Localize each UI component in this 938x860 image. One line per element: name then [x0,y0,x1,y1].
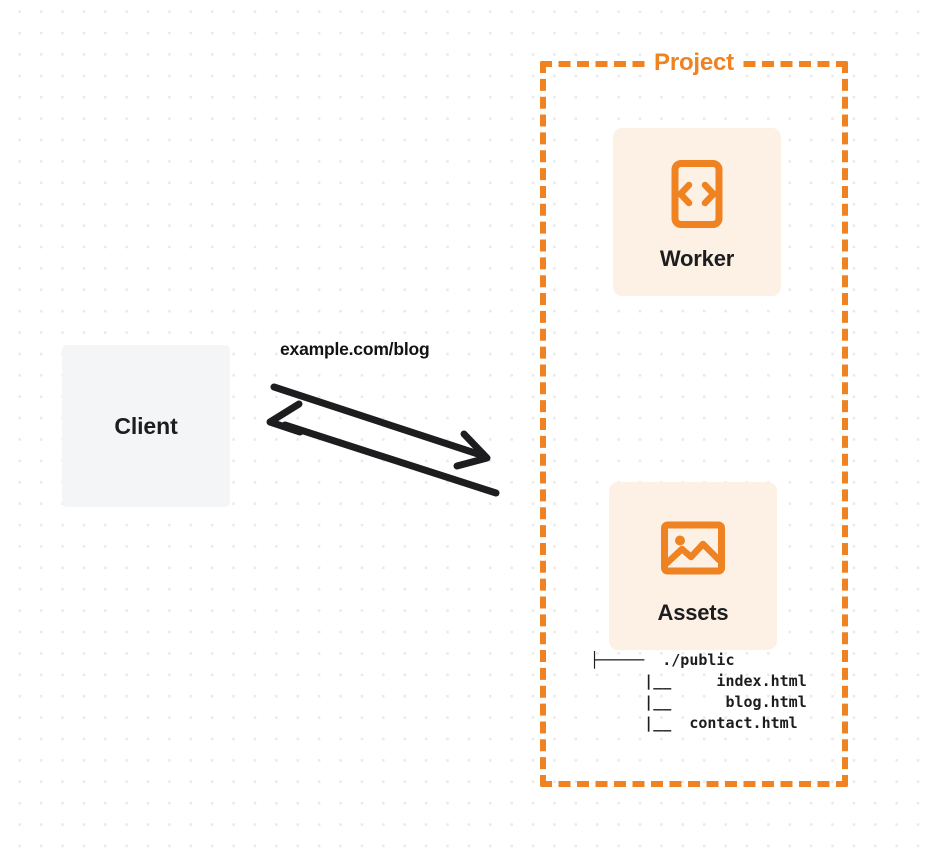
assets-file-tree-text: ├───── ./public |__ index.html |__ blog.… [590,651,807,732]
connection-label: example.com/blog [280,339,430,359]
arrow-left-icon [266,400,500,497]
arrow-right-icon [270,383,491,470]
assets-node[interactable]: Assets [609,482,777,650]
client-node[interactable]: Client [62,345,230,507]
worker-node[interactable]: Worker [613,128,781,296]
assets-node-label: Assets [657,600,729,625]
project-group: Project [540,49,848,787]
assets-file-tree: ├───── ./public |__ index.html |__ blog.… [590,650,807,734]
image-icon [658,513,728,583]
code-brackets-icon [662,159,732,229]
worker-node-label: Worker [659,246,735,271]
client-node-label: Client [114,412,178,439]
project-group-title: Project [647,49,741,77]
